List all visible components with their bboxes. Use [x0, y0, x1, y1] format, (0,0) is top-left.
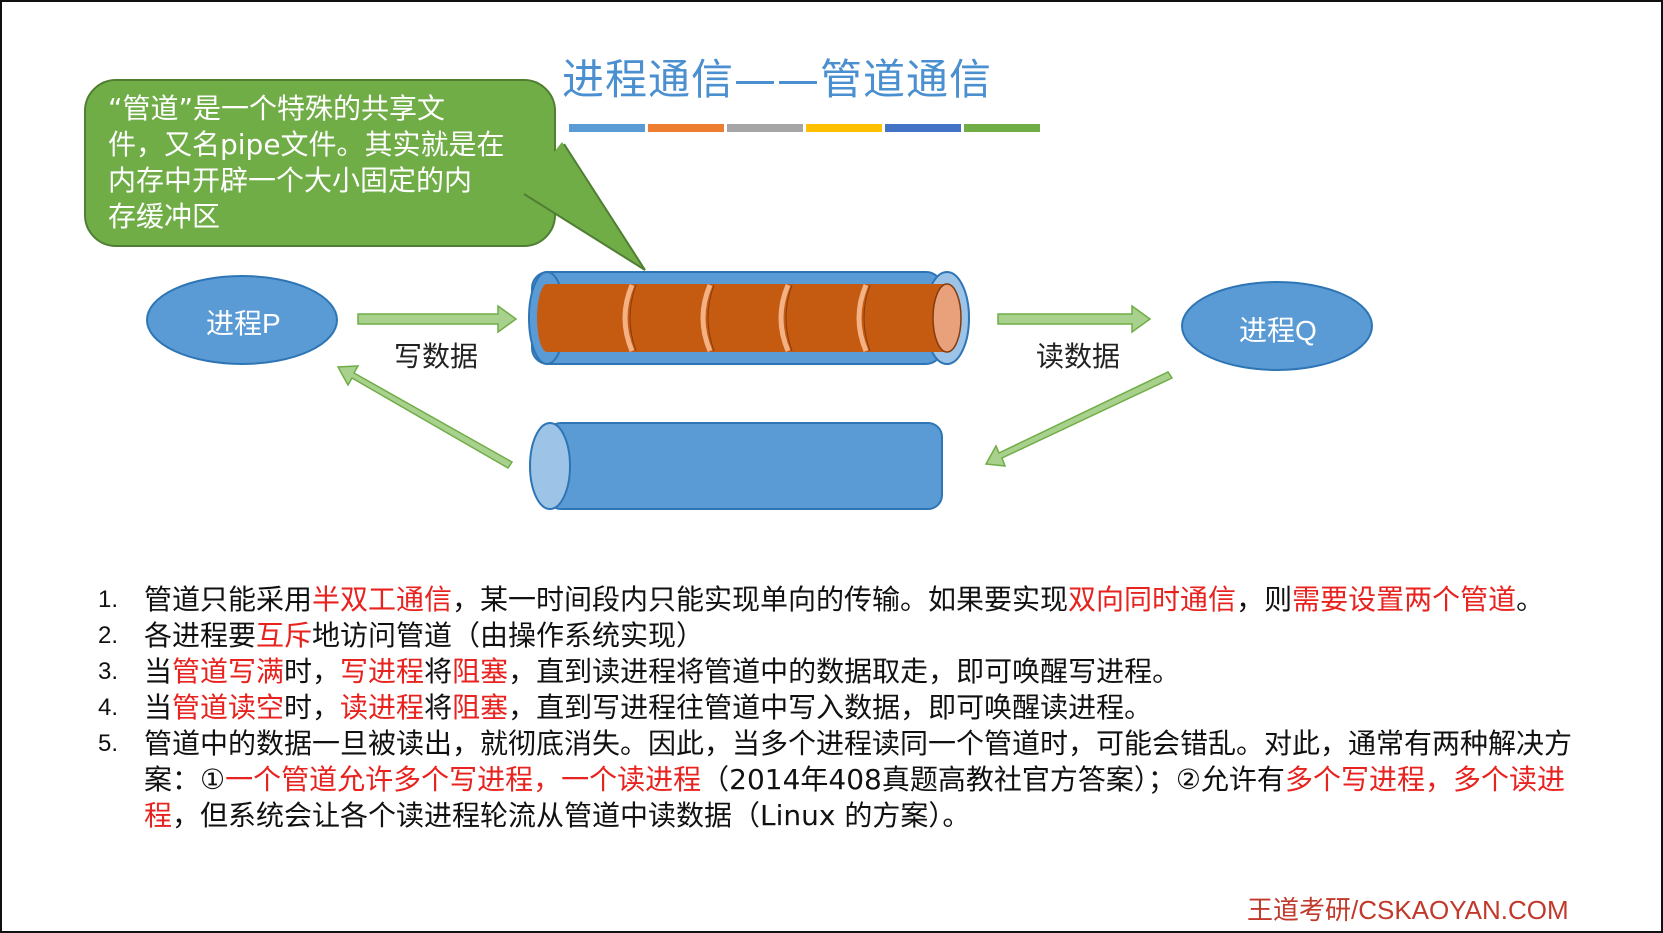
footer-brand: 王道考研/CSKAOYAN.COM [1247, 895, 1569, 925]
callout-line: 内存中开辟一个大小固定的内 [108, 164, 473, 197]
read-arrow [997, 304, 1152, 334]
highlight-text: 管道写满 [172, 655, 285, 688]
pipe-top-segment [863, 284, 871, 352]
list-item-text: 当 [144, 655, 173, 688]
pipe-top-segment [622, 284, 635, 352]
list-item-number: 2. [98, 622, 119, 649]
pipe-top-segment [707, 284, 715, 352]
callout-tail [522, 142, 646, 271]
highlight-text: 需要设置两个管道 [1292, 583, 1517, 616]
pipe-bottom [529, 422, 943, 510]
pipe-top-segment [785, 284, 793, 352]
pipe-diagram [146, 271, 1373, 510]
return-arrow-left [336, 365, 514, 470]
color-bar [648, 124, 724, 132]
list-item-text: 时， [284, 691, 341, 724]
highlight-text: 半双工通信 [312, 583, 453, 616]
list-item-text: 将 [424, 691, 453, 724]
pipe-bottom-body [546, 422, 943, 510]
pipe-top-inner-left [537, 284, 557, 352]
list-item-text: 各进程要 [144, 619, 257, 652]
process-q-label: 进程Q [1239, 315, 1317, 346]
read-data-label: 读数据 [1036, 340, 1121, 373]
pipe-top [528, 271, 970, 365]
list-item-text: ，某一时间段内只能实现单向的传输。如果要实现 [452, 583, 1069, 616]
color-bar [727, 124, 803, 132]
list-item-number: 4. [98, 694, 119, 721]
pipe-top-segment [629, 284, 637, 352]
pipe-definition-callout: “管道”是一个特殊的共享文 件，又名pipe文件。其实就是在 内存中开辟一个大小… [84, 79, 556, 247]
list-item: 1. 管道只能采用半双工通信，某一时间段内只能实现单向的传输。如果要实现双向同时通… [92, 582, 1572, 618]
color-bar [569, 124, 645, 132]
color-bar [806, 124, 882, 132]
process-q-ellipse [1181, 281, 1373, 371]
list-item-text: ，直到写进程往管道中写入数据，即可唤醒读进程。 [508, 691, 1153, 724]
page-title: 进程通信——管道通信 [562, 55, 993, 104]
list-item-text: （2014年408真题高教社官方答案）；②允许有 [701, 763, 1285, 796]
list-item-number: 5. [98, 730, 119, 757]
highlight-text: 阻塞 [452, 655, 509, 688]
list-item-number: 3. [98, 658, 119, 685]
list-item: 2. 各进程要互斥地访问管道（由操作系统实现） [92, 618, 1572, 654]
list-item-text: ，直到读进程将管道中的数据取走，即可唤醒写进程。 [508, 655, 1181, 688]
pipe-top-inner [547, 284, 947, 352]
highlight-text: 多个写进程，多个读进程 [144, 763, 1565, 832]
list-item: 5. 管道中的数据一旦被读出，就彻底消失。因此，当多个进程读同一个管道时，可能会错… [92, 726, 1572, 834]
list-item-text: ，则 [1236, 583, 1293, 616]
list-item-text: 地访问管道（由操作系统实现） [312, 619, 705, 652]
highlight-text: 写进程 [340, 655, 425, 688]
list-item-number: 1. [98, 586, 119, 613]
pipe-top-inner-right [932, 283, 962, 353]
highlight-text: 互斥 [256, 619, 313, 652]
highlight-text: 管道读空 [172, 691, 285, 724]
list-item: 4. 当管道读空时，读进程将阻塞，直到写进程往管道中写入数据，即可唤醒读进程。 [92, 690, 1572, 726]
highlight-text: 一个管道允许多个写进程，一个读进程 [225, 763, 702, 796]
list-item-text: 时， [284, 655, 341, 688]
color-bar [885, 124, 961, 132]
pipe-top-segment [700, 284, 713, 352]
write-arrow [357, 304, 518, 334]
pipe-top-segment [856, 284, 869, 352]
write-data-label: 写数据 [394, 340, 479, 373]
callout-line: “管道”是一个特殊的共享文 [108, 92, 446, 125]
list-item-text: 管道只能采用 [144, 583, 313, 616]
return-arrow-right [984, 371, 1174, 467]
callout-line: 存缓冲区 [108, 200, 221, 233]
color-bar [964, 124, 1040, 132]
list-item-text: 当 [144, 691, 173, 724]
list-item-text: ，但系统会让各个读进程轮流从管道中读数据（Linux 的方案）。 [172, 799, 971, 832]
pipe-bottom-left-cap [529, 422, 571, 510]
pipe-top-segment [778, 284, 791, 352]
list-item-text: 。 [1516, 583, 1545, 616]
callout-line: 件，又名pipe文件。其实就是在 [108, 128, 505, 161]
highlight-text: 双向同时通信 [1068, 583, 1237, 616]
list-item-text: 管道中的数据一旦被读出，就彻底消失。因此，当多个进程读同一个管道时，可能会错乱。… [144, 727, 1573, 796]
process-p-label: 进程P [206, 308, 281, 339]
highlight-text: 阻塞 [452, 691, 509, 724]
process-p-ellipse [146, 275, 338, 365]
key-points-list: 1. 管道只能采用半双工通信，某一时间段内只能实现单向的传输。如果要实现双向同时通… [92, 582, 1572, 834]
highlight-text: 读进程 [340, 691, 425, 724]
list-item: 3. 当管道写满时，写进程将阻塞，直到读进程将管道中的数据取走，即可唤醒写进程。 [92, 654, 1572, 690]
list-item-text: 将 [424, 655, 453, 688]
